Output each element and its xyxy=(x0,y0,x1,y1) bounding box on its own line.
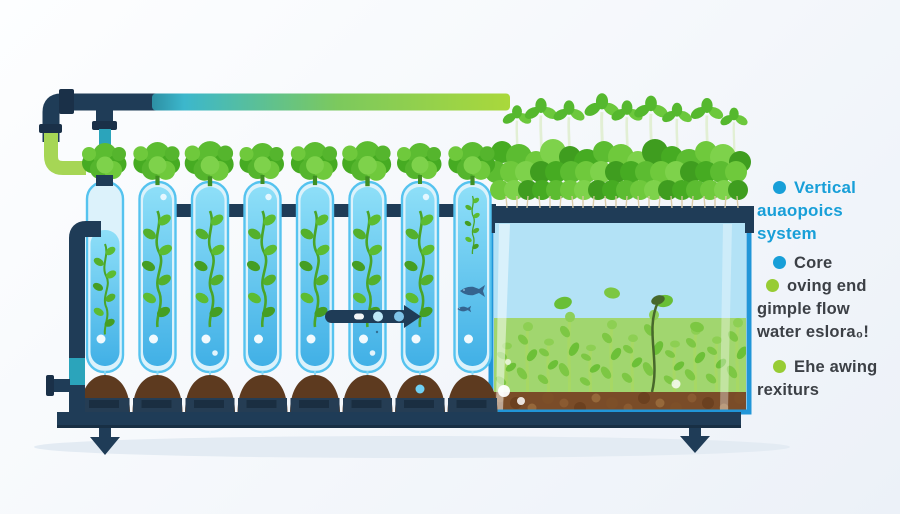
tube-canopies xyxy=(82,141,496,187)
pipe-flange xyxy=(92,121,117,130)
glass-reflection xyxy=(720,224,732,410)
base-stand xyxy=(57,412,741,455)
ground-shadow xyxy=(34,436,790,458)
down-arrow-icon xyxy=(90,428,120,455)
legend-item-block: Core oving end gimple flow water eslora₀… xyxy=(757,252,897,344)
legend-text: water eslora₀! xyxy=(757,323,870,341)
legend-text: gimple flow xyxy=(757,300,850,318)
grow-tube xyxy=(190,180,230,384)
water-droplet xyxy=(415,384,425,394)
grow-tube xyxy=(138,180,177,384)
legend-text: auaopoics xyxy=(757,201,843,220)
legend-text: Ehe awing xyxy=(794,358,878,376)
legend-text: system xyxy=(757,224,817,243)
pipe-flange xyxy=(46,375,54,396)
pipe-sight-glass xyxy=(69,358,85,385)
down-arrow-icon xyxy=(680,428,710,453)
glass-reflection xyxy=(496,224,510,410)
bullet-icon xyxy=(766,279,779,292)
legend-text: Core xyxy=(794,254,833,272)
grow-tube xyxy=(243,180,282,384)
legend-title-block: Vertical auaopoics system xyxy=(757,176,889,245)
tank-canopy xyxy=(485,139,751,209)
legend-text: Vertical xyxy=(794,178,857,197)
flow-arrow-icon xyxy=(325,305,421,334)
tank-gravel xyxy=(494,392,746,412)
bullet-icon xyxy=(773,360,786,373)
grow-tube xyxy=(453,180,492,384)
tube1-inlet-stub xyxy=(96,175,113,186)
grow-tube xyxy=(295,180,335,384)
pipe-coupling xyxy=(59,89,74,114)
legend-text: rexiturs xyxy=(757,381,820,399)
left-return-pipe xyxy=(46,221,101,414)
bullet-icon xyxy=(773,181,786,194)
legend-item-block: Ehe awing rexiturs xyxy=(757,356,897,402)
grow-tube xyxy=(400,180,440,384)
tank-rim xyxy=(486,206,754,223)
green-return-pipe xyxy=(44,133,86,175)
fish-tank xyxy=(486,206,754,415)
grow-tube xyxy=(348,180,387,384)
bullet-icon xyxy=(773,256,786,269)
legend-text: oving end xyxy=(787,277,867,295)
pipe-flange xyxy=(39,124,62,133)
soil-pods xyxy=(80,375,498,413)
grow-tube xyxy=(85,180,125,384)
